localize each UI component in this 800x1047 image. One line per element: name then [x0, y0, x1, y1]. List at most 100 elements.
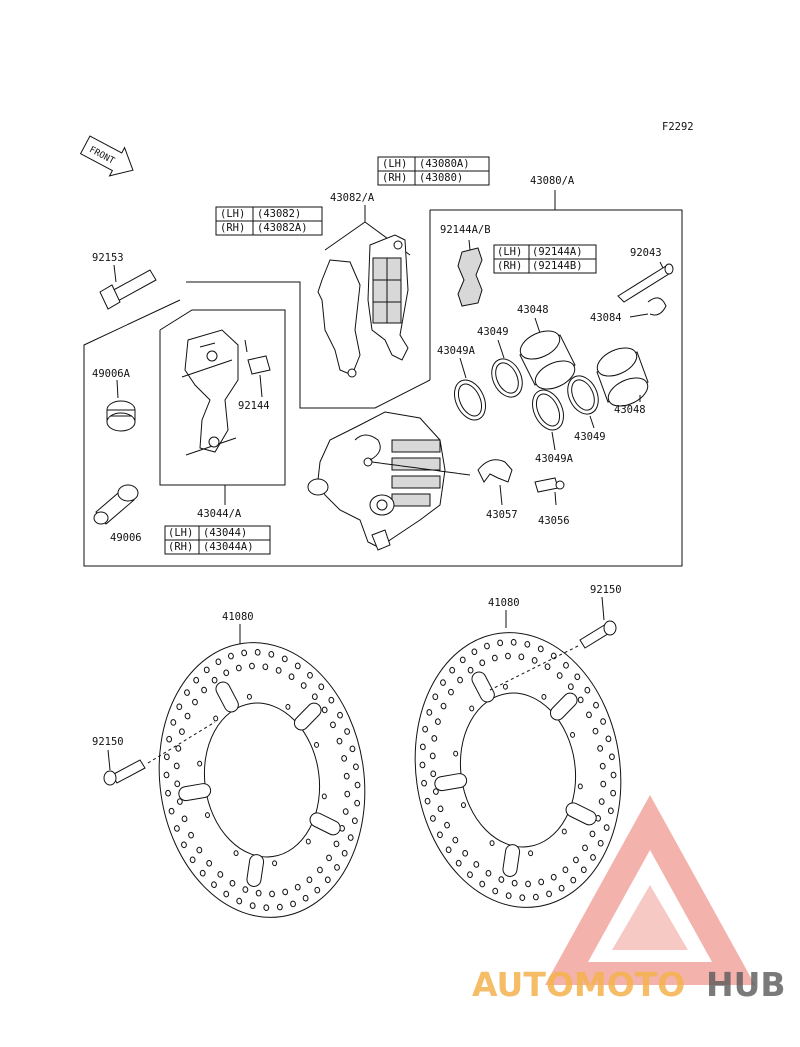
disc-left-vent-hole	[269, 890, 275, 898]
brake-disc-left	[158, 624, 366, 918]
disc-right-vent-hole	[577, 696, 584, 704]
disc-left-vent-hole	[211, 676, 218, 684]
disc-left-mount-hole	[246, 693, 252, 700]
disc-left-shape	[158, 642, 366, 918]
disc-left-vent-hole	[317, 866, 323, 874]
disc-right-vent-hole	[484, 642, 490, 650]
disc-left-vent-hole	[326, 854, 332, 862]
disc-left-mount-hole	[314, 742, 320, 748]
disc-right-mount-hole	[460, 802, 466, 808]
disc-left-vent-hole	[173, 762, 180, 770]
disc-left-mount-hole	[233, 850, 239, 857]
disc-right-vent-hole	[437, 831, 443, 839]
table-side-lh: (LH)	[220, 208, 245, 220]
disc-right-vent-hole	[430, 770, 437, 778]
disc-right-vent-hole	[610, 789, 617, 797]
disc-left-vent-hole	[175, 745, 182, 752]
disc-right-vent-hole	[531, 657, 538, 664]
label-43049a-right: 43049A	[535, 453, 574, 465]
disc-right-vent-hole	[525, 880, 531, 888]
disc-left-vent-hole	[254, 649, 261, 656]
disc-left-vent-hole	[347, 834, 354, 841]
disc-left-mount-hole	[213, 715, 219, 722]
label-49006: 49006	[110, 532, 142, 544]
disc-right-vent-hole	[537, 645, 544, 653]
disc-right-mount-hole	[502, 683, 508, 690]
disc-left-vent-hole	[184, 689, 190, 696]
disc-right-vent-hole	[440, 679, 446, 686]
disc-left-vent-hole	[294, 883, 301, 891]
disc-right-vent-hole	[432, 788, 439, 795]
disc-right-vent-hole	[492, 887, 499, 895]
disc-left-vent-hole	[354, 781, 361, 789]
disc-right-vent-hole	[479, 659, 486, 667]
disc-right-vent-hole	[510, 639, 517, 646]
disc-right-vent-hole	[567, 683, 574, 691]
label-43084: 43084	[590, 312, 622, 324]
disc-right-vent-hole	[449, 666, 456, 674]
disc-left-vent-hole	[228, 652, 234, 660]
disc-left-vent-hole	[255, 889, 262, 897]
disc-left-mount-hole	[321, 793, 327, 800]
disc-left-vent-hole	[163, 771, 170, 779]
disc-left-vent-hole	[189, 856, 196, 864]
disc-left-vent-hole	[262, 663, 269, 671]
disc-right-vent-hole	[597, 839, 604, 847]
disc-left-vent-hole	[203, 666, 210, 674]
disc-left-vent-hole	[268, 651, 275, 658]
label-43049-right: 43049	[574, 431, 606, 443]
disc-right-vent-hole	[574, 673, 581, 681]
disc-right-vent-hole	[519, 894, 526, 901]
table-side-rh: (RH)	[382, 172, 407, 184]
label-92144ab: 92144A/B	[440, 224, 491, 236]
disc-left-mount-hole	[272, 860, 278, 867]
disc-right-vent-hole	[457, 676, 463, 684]
disc-left-vent-hole	[336, 737, 343, 745]
disc-left-vent-hole	[341, 849, 348, 857]
disc-left-mount-hole	[197, 760, 203, 767]
table-part-lh: (43080A)	[419, 158, 470, 170]
disc-right-vent-hole	[435, 718, 441, 725]
disc-right-vent-hole	[498, 876, 505, 883]
disc-right-vent-hole	[603, 824, 610, 831]
label-43048-top: 43048	[517, 304, 549, 316]
disc-right-vent-hole	[440, 702, 447, 710]
disc-left-vent-hole	[193, 676, 200, 684]
label-41080-right: 41080	[488, 597, 520, 609]
disc-right-vent-hole	[497, 639, 504, 647]
disc-left-vent-hole	[263, 904, 270, 911]
disc-right-vent-hole	[421, 779, 427, 787]
disc-right-vent-hole	[462, 849, 469, 857]
disc-left-vent-hole	[318, 683, 325, 691]
variant-table-43044: (LH) (43044) (RH) (43044A)	[164, 525, 271, 555]
variant-table-43082: (LH) (43082) (RH) (43082A)	[215, 206, 323, 236]
disc-left-vent-hole	[181, 841, 187, 849]
disc-left-carrier-slot	[293, 702, 322, 731]
bracket-subassembly-outline	[159, 309, 286, 505]
disc-left-mount-hole	[204, 812, 210, 818]
disc-left-vent-hole	[188, 831, 194, 839]
disc-right-vent-hole	[598, 798, 605, 805]
disc-left-vent-hole	[324, 876, 331, 884]
disc-left-vent-hole	[249, 902, 256, 909]
disc-right-vent-hole	[473, 861, 480, 868]
disc-right-vent-hole	[467, 666, 474, 674]
pad-spring-92144ab	[457, 239, 483, 307]
disc-left-vent-hole	[166, 735, 173, 743]
disc-left-vent-hole	[302, 894, 309, 902]
brake-pads	[317, 205, 411, 378]
label-43044a: 43044/A	[197, 508, 242, 520]
disc-left-vent-hole	[276, 903, 283, 911]
disc-right-vent-hole	[590, 854, 596, 861]
disc-right-carrier-slot	[434, 773, 468, 792]
dust-boot-49006a	[106, 379, 136, 432]
front-direction-arrow: FRONT	[79, 135, 134, 177]
disc-right-vent-hole	[570, 876, 577, 884]
disc-right-vent-hole	[605, 735, 612, 743]
disc-right-vent-hole	[563, 662, 569, 669]
label-43049-top: 43049	[477, 326, 509, 338]
caliper-assembly-outline	[83, 190, 683, 567]
disc-right-vent-hole	[607, 807, 614, 815]
disc-right-vent-hole	[599, 762, 606, 770]
disc-left-vent-hole	[300, 682, 307, 689]
